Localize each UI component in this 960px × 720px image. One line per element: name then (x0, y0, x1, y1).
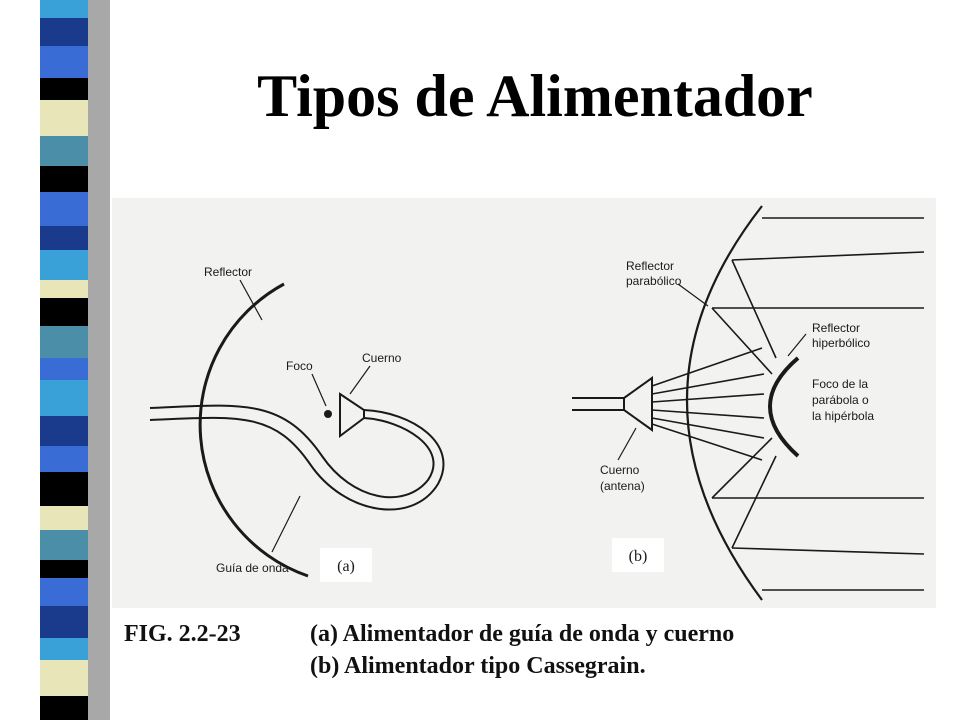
pointer-guia (271, 495, 301, 553)
stripe-block (40, 660, 88, 696)
caption-row-1: FIG. 2.2-23 (a) Alimentador de guía de o… (124, 618, 944, 650)
figure-number: FIG. 2.2-23 (124, 621, 241, 647)
stripe-block (40, 416, 88, 446)
stripe-block (40, 506, 88, 530)
pointer-horn (617, 427, 637, 461)
caption-line-2: (b) Alimentador tipo Cassegrain. (310, 653, 646, 679)
ray-line (731, 251, 925, 261)
horn-a (339, 392, 365, 438)
feed-types-figure: Reflector Foco Cuerno Guía de onda (a) R… (112, 198, 936, 608)
ray-line (651, 347, 763, 387)
label-parabolic-1: Reflector (626, 259, 674, 273)
label-focus-2: parábola o (812, 393, 869, 407)
ray-line (651, 373, 765, 395)
ray-line (711, 307, 773, 375)
rays-b (651, 217, 925, 591)
label-reflector: Reflector (204, 265, 252, 279)
stripe-blocks (40, 0, 88, 720)
slide-title: Tipos de Alimentador (257, 63, 813, 129)
tag-b-box (612, 538, 664, 572)
pointer-reflector (239, 279, 263, 321)
stripe-block (40, 560, 88, 578)
stripe-block (40, 696, 88, 720)
stripe-block (40, 638, 88, 660)
stripe-shadow (88, 0, 110, 720)
waveguide-a-inner (149, 409, 445, 511)
stripe-block (40, 530, 88, 560)
waveguide-b (572, 397, 624, 411)
label-foco: Foco (286, 359, 313, 373)
label-focus-3: la hipérbola (812, 409, 874, 423)
label-cuerno: Cuerno (362, 351, 402, 365)
decorative-side-stripe (0, 0, 110, 720)
label-horn-2: (antena) (600, 479, 645, 493)
figure-caption: FIG. 2.2-23 (a) Alimentador de guía de o… (124, 618, 944, 682)
pointer-foco (311, 373, 327, 407)
label-guia-de-onda: Guía de onda (216, 561, 289, 575)
pointer-cuerno (349, 365, 371, 395)
stripe-block (40, 606, 88, 638)
ray-line (731, 259, 777, 359)
label-parabolic-2: parabólico (626, 274, 682, 288)
label-hyperbolic-1: Reflector (812, 321, 860, 335)
stripe-block (40, 358, 88, 380)
stripe-block (40, 192, 88, 226)
stripe-block (40, 46, 88, 78)
stripe-block (40, 380, 88, 416)
label-focus-1: Foco de la (812, 377, 868, 391)
stripe-block (40, 446, 88, 472)
stripe-block (40, 136, 88, 166)
stripe-block (40, 280, 88, 298)
pointer-parabolic (677, 283, 709, 307)
hyperbolic-reflector-b (768, 356, 800, 458)
stripe-block (40, 0, 88, 18)
pointer-hyperbolic (787, 333, 807, 357)
ray-line (651, 393, 765, 403)
horn-b (623, 376, 653, 432)
stripe-block (40, 298, 88, 326)
label-horn-1: Cuerno (600, 463, 640, 477)
stripe-block (40, 250, 88, 280)
waveguide-a-outer (149, 404, 435, 499)
stripe-block (40, 18, 88, 46)
diagram-b (572, 205, 925, 601)
reflector-a (198, 282, 309, 578)
focus-point-a (324, 410, 332, 418)
tag-a: (a) (337, 558, 355, 575)
caption-line-1: (a) Alimentador de guía de onda y cuerno (310, 621, 735, 647)
ray-line (711, 437, 773, 499)
diagram-a (149, 279, 445, 578)
ray-line (731, 455, 777, 549)
ray-line (651, 409, 765, 419)
caption-indent (124, 650, 310, 682)
caption-row-2: (b) Alimentador tipo Cassegrain. (124, 650, 944, 682)
stripe-block (40, 166, 88, 192)
parabolic-reflector-b (685, 205, 763, 601)
stripe-block (40, 472, 88, 506)
stripe-block (40, 78, 88, 100)
ray-line (651, 417, 765, 439)
ray-line (731, 547, 925, 555)
stripe-block (40, 100, 88, 136)
tag-b: (b) (629, 548, 648, 565)
stripe-block (40, 578, 88, 606)
label-hyperbolic-2: hiperbólico (812, 336, 870, 350)
stripe-block (40, 326, 88, 358)
ray-line (651, 423, 763, 461)
tag-a-box (320, 548, 372, 582)
stripe-block (40, 226, 88, 250)
